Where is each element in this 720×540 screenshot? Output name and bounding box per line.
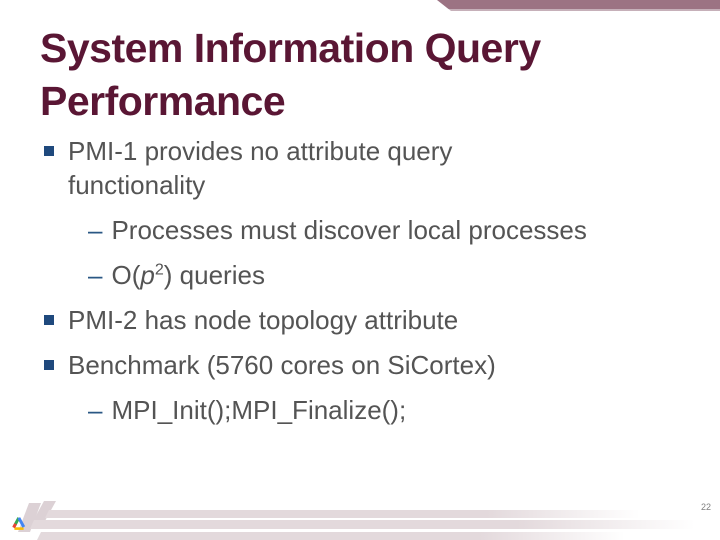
square-bullet-icon — [44, 303, 68, 337]
sub-bullet-text-pre: Processes must discover local processes — [111, 215, 587, 245]
bullet-item: PMI-1 provides no attribute query functi… — [44, 134, 664, 202]
sub-bullet-text-pre: MPI_Init();MPI_Finalize(); — [111, 395, 407, 425]
title-line-1: System Information Query — [40, 25, 541, 71]
sub-bullet-text-pre: O( — [111, 260, 141, 290]
sub-bullet-item: –O(p2) queries — [44, 258, 664, 292]
bullet-item: Benchmark (5760 cores on SiCortex) — [44, 348, 664, 382]
sub-bullet-text-italic: p — [140, 260, 155, 290]
top-accent-bar — [437, 0, 720, 11]
sub-bullet-text: MPI_Init();MPI_Finalize(); — [111, 395, 406, 425]
bullet-text: PMI-1 provides no attribute query functi… — [68, 136, 453, 200]
sub-bullet-text: O(p2) queries — [111, 260, 264, 290]
bullet-item: PMI-2 has node topology attribute — [44, 303, 664, 337]
bullet-list: PMI-1 provides no attribute query functi… — [44, 134, 664, 438]
sub-bullet-text-sup: 2 — [154, 260, 164, 279]
sub-bullet-text: Processes must discover local processes — [111, 215, 586, 245]
square-bullet-icon — [44, 134, 68, 202]
title-line-2: Performance — [40, 78, 286, 124]
sub-bullet-item: –Processes must discover local processes — [44, 213, 664, 247]
google-drive-icon — [12, 517, 26, 530]
bullet-text: Benchmark (5760 cores on SiCortex) — [68, 350, 496, 380]
dash-bullet-icon: – — [88, 395, 103, 425]
footer-bar — [45, 510, 640, 518]
dash-bullet-icon: – — [88, 260, 103, 290]
dash-bullet-icon: – — [88, 215, 103, 245]
footer-bar — [37, 532, 625, 540]
footer-stub — [33, 501, 56, 521]
footer-bar — [30, 520, 695, 529]
sub-bullet-text-post: ) queries — [163, 260, 265, 290]
sub-bullet-item: –MPI_Init();MPI_Finalize(); — [44, 393, 664, 427]
square-bullet-icon — [44, 348, 68, 382]
slide-title: System Information Query Performance — [40, 22, 541, 128]
footer-decoration — [18, 501, 695, 540]
page-number: 22 — [700, 502, 711, 512]
bullet-text: PMI-2 has node topology attribute — [68, 305, 459, 335]
